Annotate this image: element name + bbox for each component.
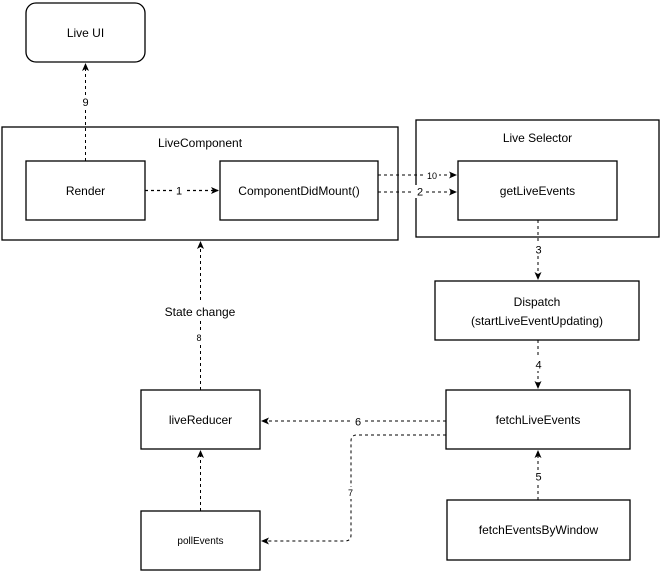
fetch-events-by-window-node [446,499,631,561]
render-label: Render [66,184,105,198]
edge-3-label-bg [533,243,544,256]
edge-1-label-bg [174,184,184,197]
edge-8-label-bg [195,332,205,344]
poll-events-node [140,510,261,571]
live-component-label: LiveComponent [158,136,243,150]
edge-6-label-bg [352,415,364,428]
get-live-events-label: getLiveEvents [500,184,575,198]
fetch-events-by-window-label: fetchEventsByWindow [479,523,599,537]
fetch-live-events-label: fetchLiveEvents [496,413,581,427]
edge-1-label: 1 [176,186,182,198]
dispatch-node [434,280,640,341]
edge-7-label: 7 [348,488,353,498]
edge-7-label-bg [345,487,356,499]
live-ui-label: Live UI [67,26,104,40]
edge-10-label-bg [425,170,439,181]
edge-9-label: 9 [82,97,88,109]
live-reducer-label: liveReducer [169,413,232,427]
edge-5-label: 5 [535,472,541,484]
edge-9-label-bg [79,95,92,108]
component-did-mount-label: ComponentDidMount() [238,184,359,198]
dispatch-label-line2: (startLiveEventUpdating) [471,314,603,328]
state-change-label-bg [160,303,240,319]
live-reducer-node [140,389,261,450]
edge-6-label: 6 [355,417,361,429]
edge-10-label: 10 [427,171,437,181]
state-change-label: State change [165,305,236,319]
edge-4-label-bg [533,358,544,371]
fetch-live-events-node [445,389,631,450]
edge-5-label-bg [533,470,544,483]
poll-events-label: pollEvents [177,536,223,547]
edge-8-label: 8 [196,333,201,343]
live-ui-node [25,2,146,63]
edge-2-label-bg [414,185,426,198]
dispatch-label-line1: Dispatch [514,295,561,309]
edge-3-label: 3 [535,245,541,257]
live-selector-label: Live Selector [503,131,572,145]
edge-2-label: 2 [417,187,423,199]
component-did-mount-node [219,160,379,221]
edge-4-label: 4 [535,360,541,372]
